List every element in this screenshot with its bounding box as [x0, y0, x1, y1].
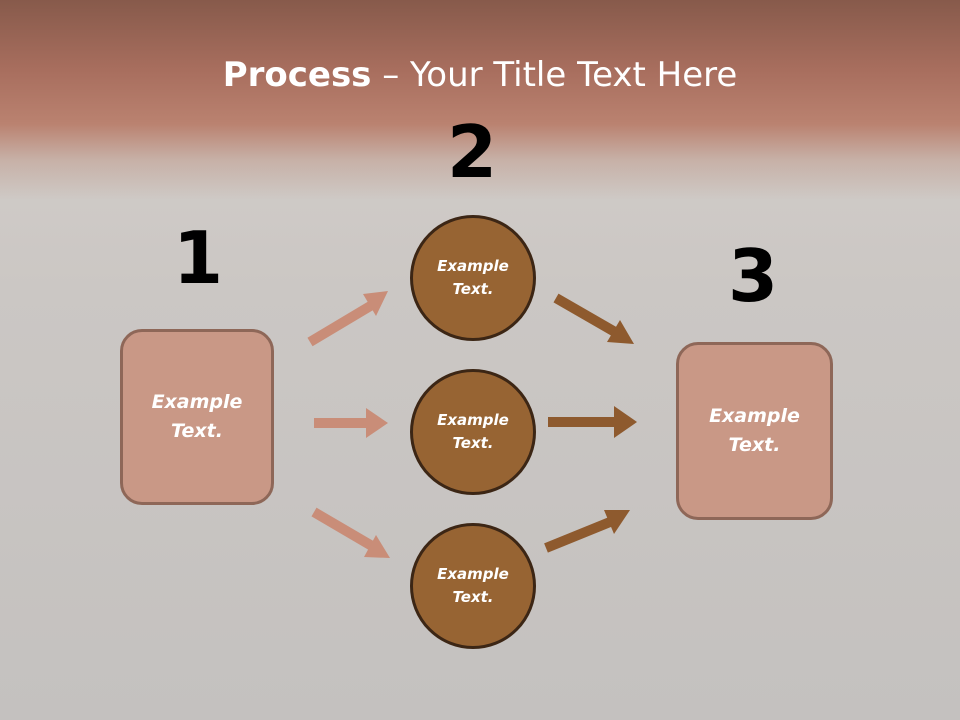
arrowhead-left-to-top: [363, 291, 388, 316]
circle-middle-text: Example Text.: [437, 411, 509, 452]
arrow-top-to-right: [553, 293, 618, 337]
arrow-left-to-bottom: [311, 507, 375, 551]
left-arrows: [307, 291, 390, 558]
arrowhead-middle-to-right: [614, 406, 637, 438]
arrowhead-bottom-to-right: [604, 510, 630, 534]
title-rest: – Your Title Text Here: [371, 55, 738, 95]
circle-top-text: Example Text.: [437, 257, 509, 298]
step-number-2: 2: [446, 110, 498, 194]
circle-top: Example Text.: [410, 215, 536, 341]
step-number-1: 1: [172, 216, 224, 300]
title-bold: Process: [222, 55, 372, 95]
left-box-text: Example Text.: [151, 391, 243, 442]
right-box-text: Example Text.: [709, 405, 800, 456]
right-process-box: Example Text.: [676, 342, 833, 520]
title-band: [0, 0, 960, 200]
circle-bottom-text: Example Text.: [437, 565, 509, 606]
arrow-left-to-top: [307, 300, 375, 347]
slide-title: Process – Your Title Text Here: [0, 52, 960, 98]
step-number-3: 3: [727, 234, 779, 318]
left-process-box: Example Text.: [120, 329, 274, 505]
circle-bottom: Example Text.: [410, 523, 536, 649]
arrowhead-left-to-middle: [366, 408, 388, 438]
right-arrows: [544, 293, 637, 553]
circle-middle: Example Text.: [410, 369, 536, 495]
arrow-bottom-to-right: [544, 517, 612, 553]
arrowhead-left-to-bottom: [364, 535, 390, 558]
arrowhead-top-to-right: [607, 320, 634, 344]
